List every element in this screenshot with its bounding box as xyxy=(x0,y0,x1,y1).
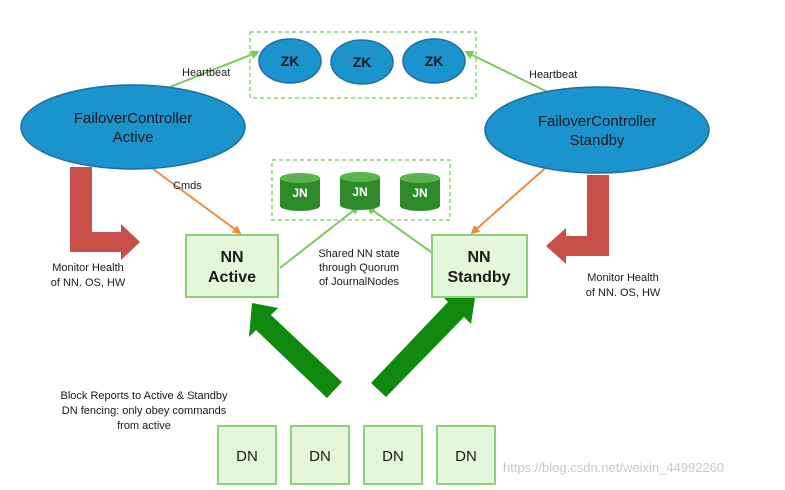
nn-active-to-jn-arrow xyxy=(279,205,360,269)
block-reports-line2: DN fencing: only obey commands xyxy=(62,405,227,417)
shared-state-line2: through Quorum xyxy=(319,262,399,274)
monitor-right-line2: of NN. OS, HW xyxy=(586,287,661,299)
zk-node-3 xyxy=(402,38,466,84)
nn-active-box xyxy=(185,234,279,298)
heartbeat-label-right: Heartbeat xyxy=(529,69,577,81)
zk-node-1-label: ZK xyxy=(281,53,300,69)
jn-node-2-label: JN xyxy=(352,185,367,199)
dn-to-standby-arrow xyxy=(371,295,475,397)
dn-box-4-label: DN xyxy=(455,448,477,465)
nn-standby-line2: Standby xyxy=(447,269,510,286)
jn-node-3 xyxy=(400,173,440,211)
failover-active-line1: FailoverController xyxy=(74,110,192,127)
nn-active-line2: Active xyxy=(208,269,256,286)
failover-controller-standby xyxy=(484,86,710,174)
dn-box-4 xyxy=(436,425,496,485)
failover-controller-active xyxy=(20,84,246,170)
nn-standby-line1: NN xyxy=(467,249,490,266)
failover-standby-line1: FailoverController xyxy=(538,113,656,130)
nn-active-line1: NN xyxy=(220,249,243,266)
heartbeat-arrow-right xyxy=(464,51,561,99)
zookeeper-group xyxy=(249,31,477,99)
dn-to-active-arrow xyxy=(249,303,342,398)
zk-node-2-label: ZK xyxy=(353,54,372,70)
jn-node-3-label: JN xyxy=(412,186,427,200)
failover-active-line2: Active xyxy=(113,129,154,146)
zk-node-2 xyxy=(330,39,394,85)
monitor-arrow-right xyxy=(546,175,609,264)
dn-box-3-label: DN xyxy=(382,448,404,465)
dn-box-1 xyxy=(217,425,277,485)
monitor-left-line1: Monitor Health xyxy=(52,262,124,274)
failover-standby-line2: Standby xyxy=(569,132,625,149)
dn-box-2-label: DN xyxy=(309,448,331,465)
block-reports-line1: Block Reports to Active & Standby xyxy=(61,390,228,402)
monitor-arrow-left xyxy=(70,167,140,260)
cmds-label: Cmds xyxy=(173,180,202,192)
dn-box-1-label: DN xyxy=(236,448,258,465)
block-reports-line3: from active xyxy=(117,420,171,432)
zk-node-3-label: ZK xyxy=(425,53,444,69)
jn-node-1-label: JN xyxy=(292,186,307,200)
dn-box-3 xyxy=(363,425,423,485)
nn-standby-box xyxy=(431,234,528,298)
monitor-right-line1: Monitor Health xyxy=(587,272,659,284)
shared-state-line3: of JournalNodes xyxy=(319,276,400,288)
watermark-text: https://blog.csdn.net/weixin_44992260 xyxy=(503,460,725,475)
monitor-left-line2: of NN. OS, HW xyxy=(51,277,126,289)
jn-node-1 xyxy=(280,173,320,211)
zk-node-1 xyxy=(258,38,322,84)
jn-node-2 xyxy=(340,172,380,210)
heartbeat-label-left: Heartbeat xyxy=(182,67,230,79)
shared-state-line1: Shared NN state xyxy=(318,248,399,260)
dn-box-2 xyxy=(290,425,350,485)
